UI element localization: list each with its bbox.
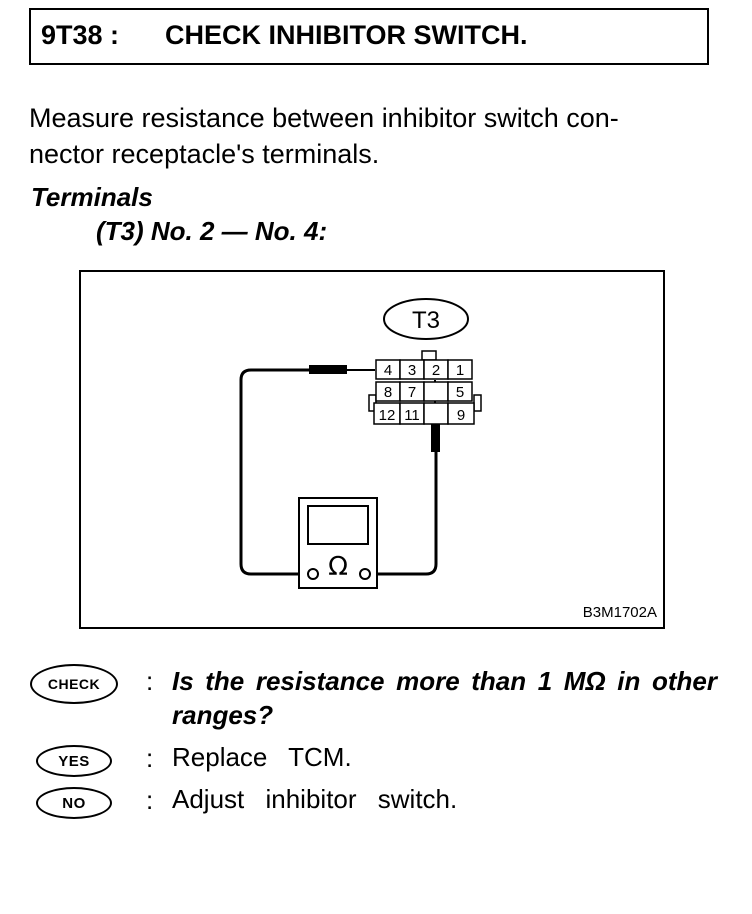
yes-badge: YES — [36, 745, 112, 777]
figure-reference: B3M1702A — [582, 604, 657, 621]
instruction-text: Measure resistance between inhibitor swi… — [29, 100, 719, 172]
probe-left — [309, 365, 347, 374]
no-badge: NO — [36, 787, 112, 819]
meter-terminal-right — [359, 568, 371, 580]
probe-wire-right — [373, 452, 438, 576]
connector-label-oval — [383, 298, 469, 340]
section-code: 9T38 : — [41, 20, 120, 50]
check-badge: CHECK — [30, 664, 118, 704]
connector-label: T3 — [412, 307, 440, 334]
wiring-diagram: T3 4 3 2 — [79, 270, 665, 629]
terminals-value: (T3) No. 2 — No. 4: — [96, 216, 328, 246]
pin-label: 4 — [384, 362, 392, 379]
no-answer: Adjust inhibitor switch. — [172, 784, 458, 814]
check-question: Is the resistance more than 1 MΩ in othe… — [172, 666, 717, 730]
pin-label: 7 — [408, 384, 416, 401]
yes-answer: Replace TCM. — [172, 742, 352, 772]
no-colon: : — [146, 785, 154, 815]
meter-terminal-left — [307, 568, 319, 580]
pin-label: 9 — [457, 407, 465, 424]
pin-label: 3 — [408, 362, 416, 379]
section-title: CHECK INHIBITOR SWITCH. — [165, 20, 528, 50]
pin-label: 11 — [404, 407, 420, 424]
pin-label: 2 — [432, 362, 440, 379]
check-colon: : — [146, 666, 154, 696]
ohmmeter-symbol: Ω — [328, 552, 348, 582]
instruction-line-1: Measure resistance between inhibitor swi… — [29, 103, 619, 133]
probe-wire-left — [239, 368, 347, 576]
instruction-line-2: nector receptacle's terminals. — [29, 139, 380, 169]
ohmmeter-display — [307, 505, 369, 545]
connector-t3: 4 3 2 1 8 7 5 12 11 9 — [368, 350, 482, 425]
pin-label: 1 — [456, 362, 464, 379]
section-title-box: 9T38 : CHECK INHIBITOR SWITCH. — [29, 8, 709, 65]
pin-label: 12 — [379, 407, 396, 424]
probe-right — [431, 412, 440, 452]
terminals-heading: Terminals — [31, 182, 153, 212]
yes-colon: : — [146, 743, 154, 773]
ohmmeter: Ω — [298, 497, 378, 589]
pin-label: 5 — [456, 384, 464, 401]
diagram-svg: T3 4 3 2 — [239, 298, 482, 589]
pin-label: 8 — [384, 384, 392, 401]
